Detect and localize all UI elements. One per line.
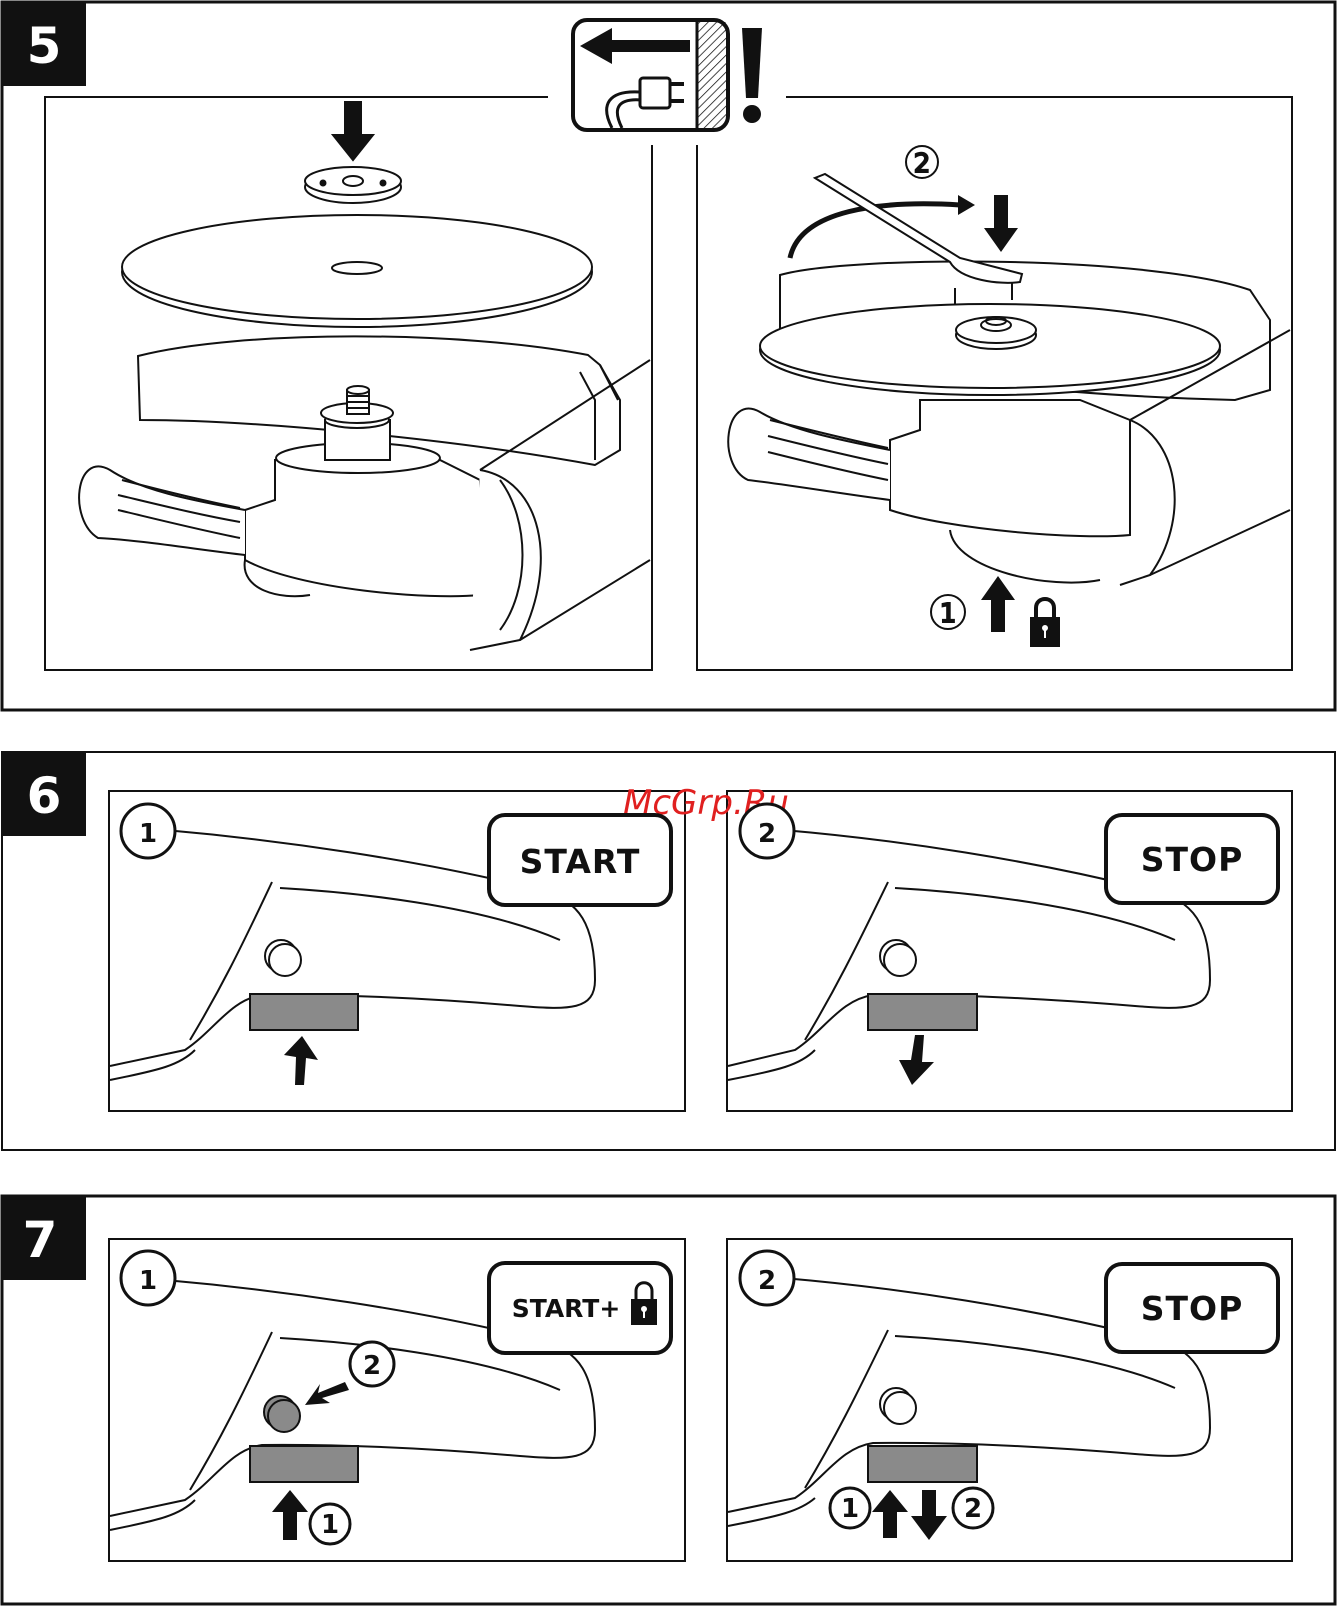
unplug-warning-icon <box>573 20 762 130</box>
step-5-callout-1-label: 1 <box>940 599 957 629</box>
step-7-panel-1: 2 1 1 START+ <box>110 1251 671 1544</box>
start-lock-label: START+ <box>512 1294 621 1323</box>
step-5-section: 5 <box>2 2 1335 710</box>
step-6-number: 6 <box>27 767 62 825</box>
trigger-switch <box>250 994 358 1030</box>
arrow-up-icon <box>284 1036 318 1085</box>
arrow-up-icon <box>981 576 1015 632</box>
arrow-up-icon <box>272 1490 308 1540</box>
trigger-switch <box>868 994 977 1030</box>
arrow-down-icon <box>984 195 1018 252</box>
step-7-panel-2-callout-1-label: 1 <box>841 1494 859 1524</box>
trigger-switch <box>868 1446 977 1482</box>
step-6-panel-1: 1 START <box>110 804 671 1085</box>
arrow-down-icon <box>333 102 373 160</box>
step-7-panel-2: 1 2 2 STOP <box>728 1251 1278 1540</box>
step-6-badge-1-label: 1 <box>139 819 157 849</box>
step-6-badge-2-label: 2 <box>758 819 776 849</box>
padlock-icon <box>1030 599 1060 647</box>
step-7-badge-1-label: 1 <box>139 1266 157 1296</box>
step-7-badge-2-label: 2 <box>758 1266 776 1296</box>
step-5-callout-2-label: 2 <box>914 149 931 179</box>
arrow-down-icon <box>899 1035 934 1085</box>
step-7-section: 7 2 1 1 START+ <box>2 1196 1335 1604</box>
step-7-callout-2-label: 2 <box>363 1351 381 1381</box>
stop-label: STOP <box>1141 1289 1244 1328</box>
step-6-panel-2: 2 STOP <box>728 804 1278 1085</box>
step-5-number: 5 <box>27 17 62 75</box>
step-5-panel-2-illustration: 2 1 <box>728 146 1290 647</box>
arrow-right-icon <box>958 195 975 215</box>
step-6-section: 6 McGrp.Ru 1 START <box>2 752 1335 1150</box>
arrow-icon <box>305 1382 349 1405</box>
arrow-up-icon <box>872 1490 908 1538</box>
step-7-number: 7 <box>23 1211 58 1269</box>
trigger-switch <box>250 1446 358 1482</box>
stop-label: STOP <box>1141 840 1244 879</box>
step-5-panel-1-illustration <box>79 102 650 650</box>
step-7-callout-1-label: 1 <box>321 1510 339 1540</box>
arrow-down-icon <box>911 1490 947 1540</box>
start-label: START <box>520 842 641 881</box>
step-7-frame <box>2 1196 1335 1604</box>
step-7-panel-2-callout-2-label: 2 <box>964 1494 982 1524</box>
